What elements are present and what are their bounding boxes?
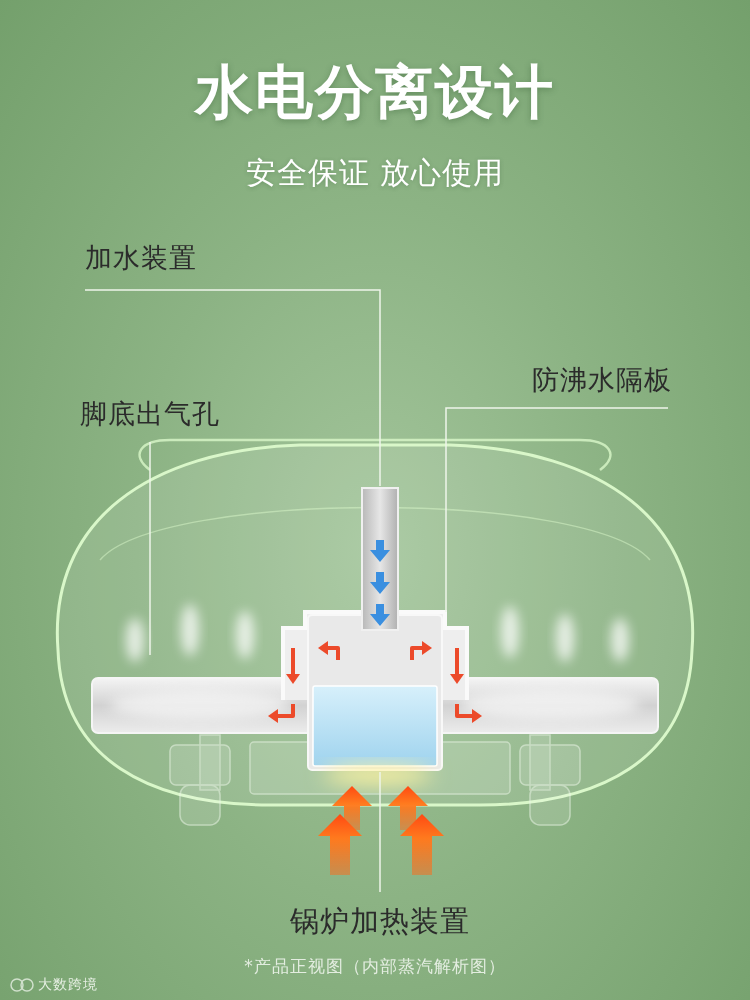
shell (57, 440, 692, 805)
water-arrows (370, 540, 390, 626)
steam-flow-arrows (276, 648, 474, 716)
water-pipe (362, 488, 398, 630)
heating-arrows (318, 786, 444, 875)
title: 水电分离设计 (195, 58, 555, 128)
subtitle: 安全保证 放心使用 (246, 155, 505, 191)
heat-glow (323, 766, 433, 784)
part-label: 加水装置 (85, 242, 197, 274)
boiler-container (308, 615, 442, 770)
part-label: 锅炉加热装置 (290, 904, 470, 939)
watermark: 大数跨境 (38, 976, 98, 993)
water (313, 686, 437, 766)
part-label: 脚底出气孔 (80, 398, 220, 430)
steam-flow-heads (268, 641, 482, 723)
caption: *产品正视图（内部蒸汽解析图） (244, 956, 506, 976)
watermark-logo (11, 979, 33, 991)
part-label: 防沸水隔板 (532, 364, 672, 396)
